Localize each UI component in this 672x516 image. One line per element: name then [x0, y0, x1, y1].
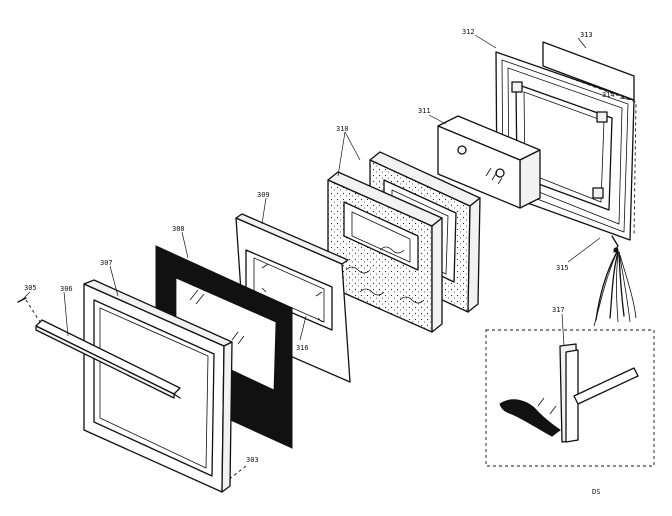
- label-311: 311: [418, 107, 431, 115]
- label-313: 313: [580, 31, 593, 39]
- leader-lines: [21, 34, 635, 481]
- part-310-insulation-frames: [327, 151, 481, 333]
- corner-code: DS: [592, 488, 600, 496]
- label-317: 317: [552, 306, 565, 314]
- label-303: 303: [246, 456, 259, 464]
- label-312: 312: [462, 28, 475, 36]
- label-310: 310: [336, 125, 349, 133]
- part-labels: 312 313 314 311 310 309 308 307 306 305 …: [24, 28, 615, 496]
- label-314: 314: [602, 91, 615, 99]
- label-305: 305: [24, 284, 37, 292]
- label-307: 307: [100, 259, 113, 267]
- label-308: 308: [172, 225, 185, 233]
- label-309: 309: [257, 191, 270, 199]
- part-306-handle: [35, 319, 181, 399]
- label-315: 315: [556, 264, 569, 272]
- wire-harness: [593, 251, 637, 327]
- label-306: 306: [60, 285, 73, 293]
- detail-inset-317: [485, 329, 655, 467]
- label-316: 316: [296, 344, 309, 352]
- part-305-screw: [17, 297, 41, 323]
- part-311-vent-box: [437, 115, 541, 209]
